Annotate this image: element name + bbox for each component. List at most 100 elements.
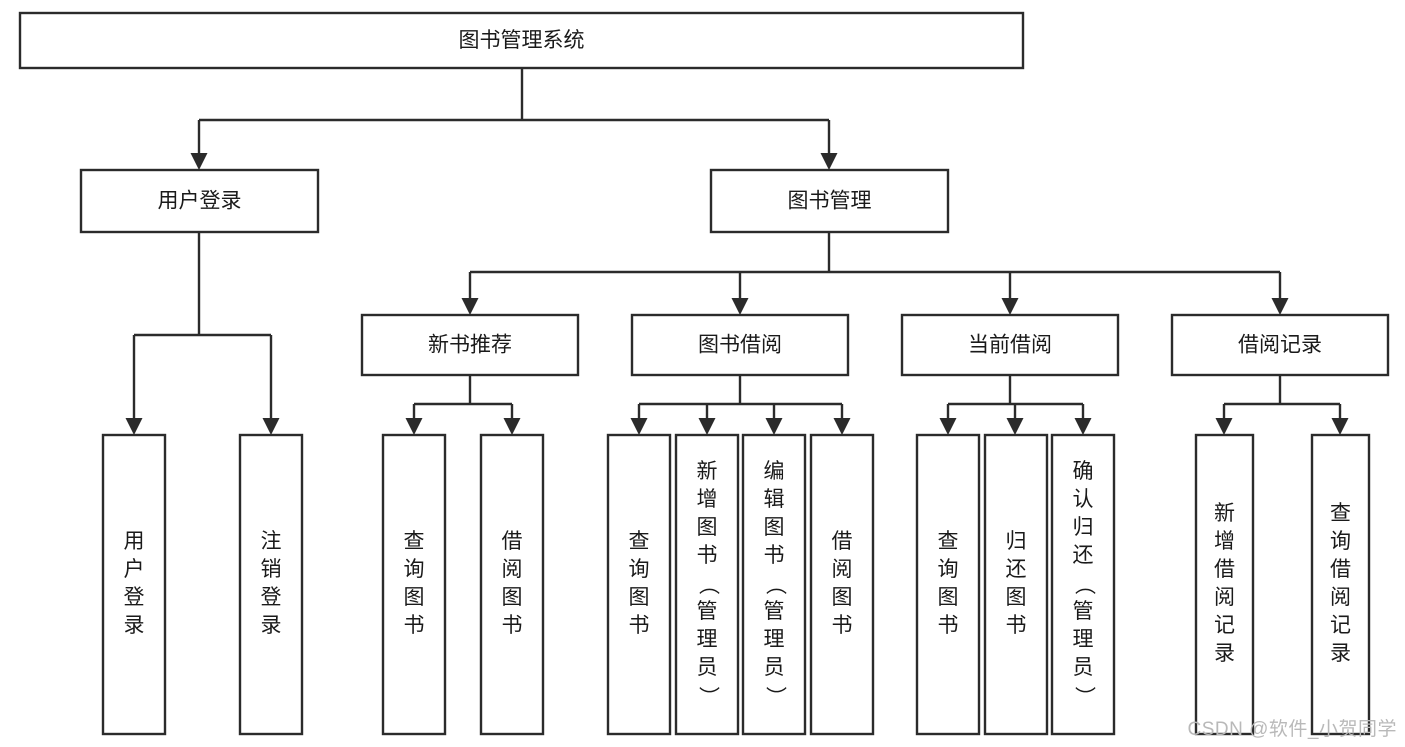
arrow-head-icon — [939, 418, 957, 435]
arrow-head-icon — [765, 418, 783, 435]
node-box-undefined[interactable] — [18, 11, 1025, 70]
node-undefined[interactable]: 图书管理系统 — [18, 11, 1025, 70]
node-box-leaf-user-login[interactable] — [101, 433, 167, 736]
node-box-book-manage[interactable] — [709, 168, 950, 234]
connector-arrow-leaf-query-record — [1331, 404, 1349, 435]
connector-bus-to-book-manage — [820, 120, 838, 170]
connector-arrow-leaf-confirm-return — [1074, 404, 1092, 435]
node-label-leaf-confirm-return-char-2: 归 — [1073, 516, 1094, 539]
node-label-leaf-user-login-char-0: 用 — [124, 530, 145, 553]
node-box-borrow-record[interactable] — [1170, 313, 1390, 377]
connector-layer — [125, 68, 1349, 435]
node-label-leaf-query-book-cur-char-2: 图 — [938, 586, 959, 609]
node-label-leaf-add-book-char-4: （ — [696, 574, 719, 595]
node-box-leaf-user-logout[interactable] — [238, 433, 304, 736]
connector-arrow-leaf-edit-book — [765, 404, 783, 435]
node-user-login[interactable]: 用户登录 — [79, 168, 320, 234]
node-label-leaf-query-book-rec-char-2: 图 — [404, 586, 425, 609]
node-label-leaf-confirm-return-char-0: 确 — [1073, 460, 1094, 483]
node-label-borrow-record: 借阅记录 — [1238, 334, 1322, 357]
node-book-manage[interactable]: 图书管理 — [709, 168, 950, 234]
node-box-leaf-query-book-rec[interactable] — [381, 433, 447, 736]
node-label-leaf-query-record-char-5: 录 — [1330, 642, 1351, 665]
node-label-leaf-borrow-book-bor-char-3: 书 — [832, 614, 853, 637]
node-label-leaf-confirm-return-char-7: 员 — [1073, 656, 1094, 679]
node-label-leaf-confirm-return-char-3: 还 — [1073, 544, 1094, 567]
node-label-leaf-add-book-char-1: 增 — [697, 488, 718, 511]
arrow-head-icon — [820, 153, 838, 170]
node-box-current-borrow[interactable] — [900, 313, 1120, 377]
node-label-leaf-confirm-return-char-4: （ — [1072, 574, 1095, 595]
arrow-head-icon — [125, 418, 143, 435]
node-label-leaf-confirm-return-char-5: 管 — [1073, 600, 1094, 623]
node-box-leaf-query-record[interactable] — [1310, 433, 1371, 736]
node-box-leaf-return-book[interactable] — [983, 433, 1049, 736]
node-borrow-record[interactable]: 借阅记录 — [1170, 313, 1390, 377]
node-label-leaf-user-login-char-2: 登 — [124, 586, 145, 609]
arrow-head-icon — [630, 418, 648, 435]
node-box-leaf-confirm-return[interactable] — [1050, 433, 1116, 736]
connector-arrow-leaf-query-book-cur — [939, 404, 957, 435]
arrow-head-icon — [833, 418, 851, 435]
connector-arrow-new-book-recommend — [461, 272, 479, 315]
arrow-head-icon — [262, 418, 280, 435]
node-box-leaf-add-book[interactable] — [674, 433, 740, 736]
node-current-borrow[interactable]: 当前借阅 — [900, 313, 1120, 377]
connector-arrow-book-borrow — [731, 272, 749, 315]
node-new-book-recommend[interactable]: 新书推荐 — [360, 313, 580, 377]
node-label-leaf-query-book-bor-char-2: 图 — [629, 586, 650, 609]
connector-arrow-leaf-query-book-bor — [630, 404, 648, 435]
node-label-undefined: 图书管理系统 — [459, 29, 585, 52]
arrow-head-icon — [1001, 298, 1019, 315]
connector-bus-to-user-login — [190, 120, 208, 170]
connector-arrow-borrow-record — [1271, 272, 1289, 315]
node-label-leaf-edit-book-char-0: 编 — [764, 460, 785, 483]
node-label-leaf-add-record-char-1: 增 — [1214, 530, 1235, 553]
arrow-head-icon — [1331, 418, 1349, 435]
node-label-leaf-query-book-rec-char-1: 询 — [404, 558, 425, 581]
connector-arrow-leaf-return-book — [1006, 404, 1024, 435]
node-box-leaf-borrow-book-bor[interactable] — [809, 433, 875, 736]
node-label-leaf-query-record-char-1: 询 — [1330, 530, 1351, 553]
node-label-leaf-edit-book-char-5: 管 — [764, 600, 785, 623]
node-book-borrow[interactable]: 图书借阅 — [630, 313, 850, 377]
arrow-head-icon — [190, 153, 208, 170]
arrow-head-icon — [1271, 298, 1289, 315]
node-box-book-borrow[interactable] — [630, 313, 850, 377]
node-box-leaf-add-record[interactable] — [1194, 433, 1255, 736]
node-label-leaf-borrow-book-rec-char-3: 书 — [502, 614, 523, 637]
node-label-leaf-edit-book-char-1: 辑 — [764, 488, 785, 511]
node-label-current-borrow: 当前借阅 — [968, 334, 1052, 357]
node-box-leaf-borrow-book-rec[interactable] — [479, 433, 545, 736]
node-box-new-book-recommend[interactable] — [360, 313, 580, 377]
node-label-leaf-edit-book-char-4: （ — [763, 574, 786, 595]
node-box-leaf-query-book-bor[interactable] — [606, 433, 672, 736]
node-box-leaf-query-book-cur[interactable] — [915, 433, 981, 736]
node-leaf-user-login[interactable]: 用户登录 — [101, 433, 167, 736]
node-label-leaf-query-book-cur-char-0: 查 — [938, 530, 959, 553]
node-label-leaf-edit-book-char-3: 书 — [764, 544, 785, 567]
node-label-leaf-confirm-return-char-6: 理 — [1073, 628, 1094, 651]
connector-arrow-leaf-borrow-book-bor — [833, 404, 851, 435]
node-box-user-login[interactable] — [79, 168, 320, 234]
node-label-leaf-add-book-char-3: 书 — [697, 544, 718, 567]
connector-arrow-leaf-add-book — [698, 404, 716, 435]
node-label-leaf-query-book-cur-char-1: 询 — [938, 558, 959, 581]
node-box-leaf-edit-book[interactable] — [741, 433, 807, 736]
connector-arrow-leaf-add-record — [1215, 404, 1233, 435]
node-label-leaf-add-record-char-4: 记 — [1214, 614, 1235, 637]
arrow-head-icon — [1215, 418, 1233, 435]
node-label-leaf-borrow-book-rec-char-2: 图 — [502, 586, 523, 609]
